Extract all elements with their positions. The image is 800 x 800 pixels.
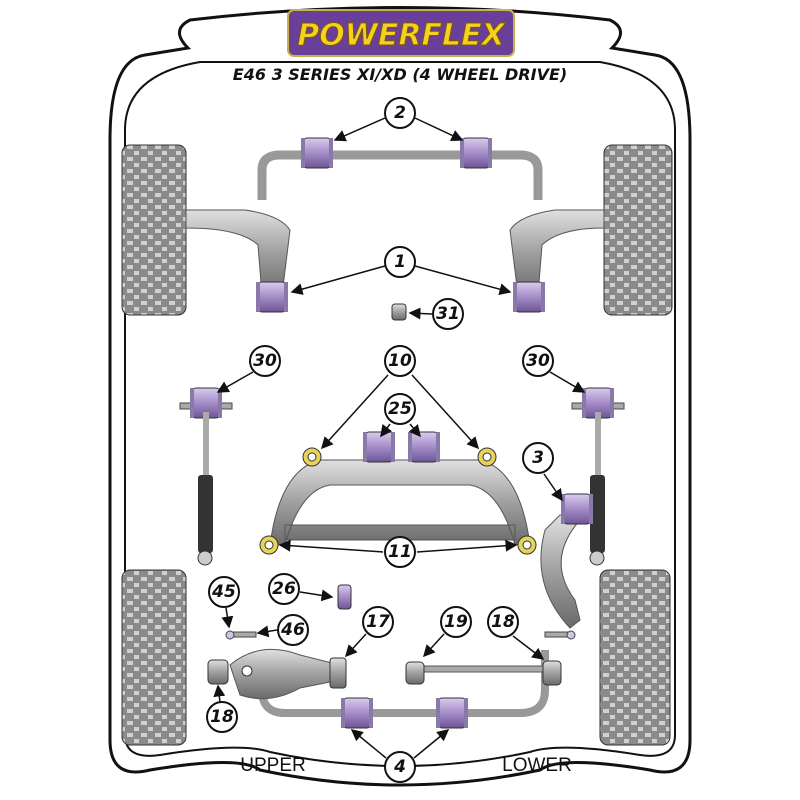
callout-11: 11 [388,542,412,562]
callout-10: 10 [388,351,412,371]
bushing-26 [337,584,352,610]
shock-right [571,387,625,566]
callout-19: 19 [444,612,468,632]
tire-front-right [603,144,673,316]
trailing-arm [540,514,581,629]
callout-18-left: 18 [210,707,234,727]
front-anti-roll-bar [257,150,543,200]
label-lower: LOWER [502,755,572,776]
callout-18-right: 18 [491,612,515,632]
callout-26: 26 [272,579,296,599]
tire-rear-left [121,569,187,746]
label-upper: UPPER [240,755,305,776]
rear-lower-arm [417,665,549,673]
callout-1: 1 [394,252,406,272]
bushing-31 [391,303,407,321]
callout-17: 17 [366,612,390,632]
diagram-title: E46 3 SERIES XI/XD (4 WHEEL DRIVE) [233,65,567,84]
powerflex-logo [287,9,515,57]
callout-3: 3 [532,448,544,468]
callout-30-right: 30 [526,351,550,371]
callout-arrows [213,117,586,759]
callout-30-left: 30 [253,351,277,371]
callout-25: 25 [388,399,412,419]
callout-4: 4 [393,757,406,777]
callout-2: 2 [394,103,406,123]
tire-rear-right [599,569,671,746]
shock-left [179,387,233,566]
rear-anti-roll-bar [258,650,549,717]
callout-circles [206,97,554,783]
callout-31: 31 [436,304,460,324]
tire-front-left [121,144,187,316]
callout-45: 45 [211,582,236,602]
callout-46: 46 [280,620,305,640]
brand-logo-text: POWERFLEX [297,18,506,53]
